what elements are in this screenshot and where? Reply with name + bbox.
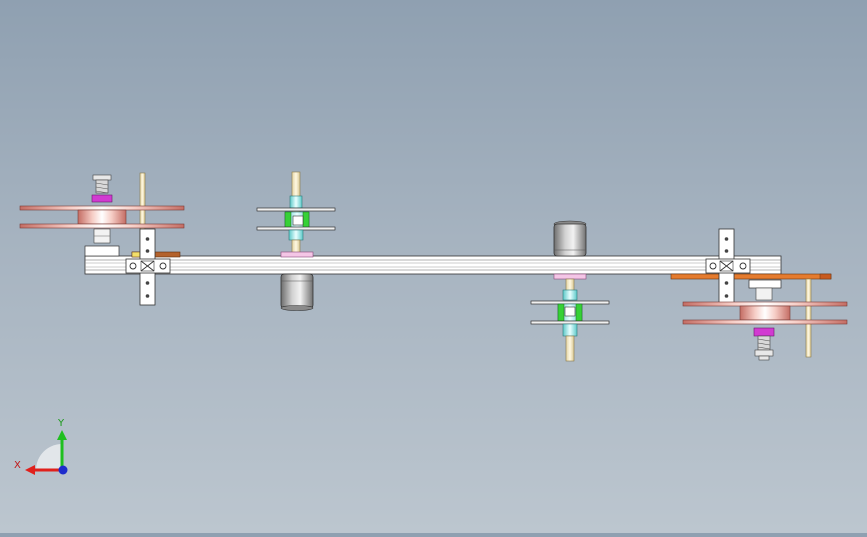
y-axis-label: Y	[57, 418, 65, 429]
right-hub	[739, 305, 791, 321]
upper-coupling	[284, 211, 310, 229]
triad-xy-plane-icon	[36, 444, 62, 470]
lower-motor-left	[280, 273, 314, 311]
left-spring-stack	[91, 174, 113, 203]
right-disk-bottom	[682, 319, 848, 325]
right-beam-clamp	[705, 258, 751, 274]
z-axis-icon	[58, 465, 68, 475]
motor-assembly-lower[interactable]	[530, 220, 610, 362]
lower-flange	[553, 273, 587, 280]
right-spring-stack	[753, 327, 775, 361]
upper-disk-bottom	[256, 226, 336, 231]
left-hub	[77, 209, 127, 225]
right-mount-plate	[670, 273, 832, 280]
left-pulley-assembly[interactable]	[19, 172, 185, 306]
lower-disk-top	[530, 300, 610, 305]
right-disk-top	[682, 301, 848, 307]
right-guide-rod	[805, 278, 812, 358]
left-disk-top	[19, 205, 185, 211]
left-beam-clamp	[125, 258, 171, 274]
motor-assembly-upper[interactable]	[256, 171, 336, 311]
left-disk-bottom	[19, 223, 185, 229]
right-pulley-assembly[interactable]	[670, 228, 848, 361]
upper-disk-top	[256, 207, 336, 212]
upper-motor-right	[553, 220, 587, 257]
main-beam[interactable]	[84, 245, 782, 275]
coordinate-triad: X Y	[14, 418, 68, 475]
right-hub-magenta	[753, 327, 775, 337]
lower-disk-bottom	[530, 320, 610, 325]
lower-coupling	[557, 303, 583, 322]
left-hub-magenta	[91, 194, 113, 203]
lower-shaft	[565, 335, 575, 362]
x-axis-label: X	[14, 460, 21, 471]
upper-flange	[280, 251, 314, 258]
